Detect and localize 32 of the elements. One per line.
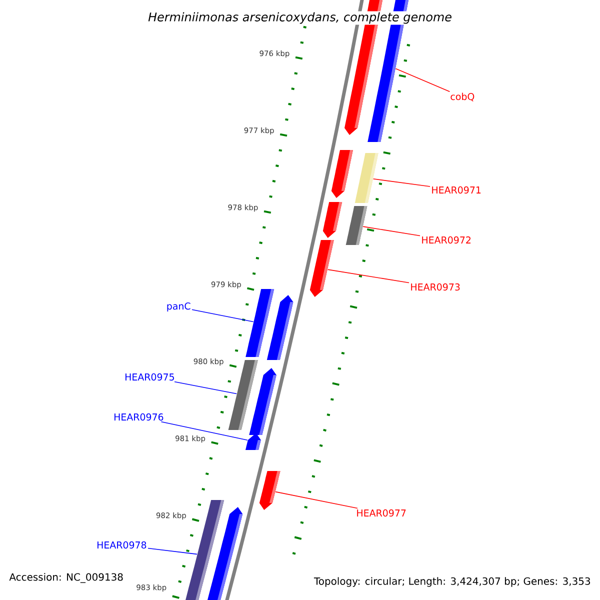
- leader-line: [395, 68, 450, 92]
- leader-line: [192, 309, 254, 322]
- gene-block: [346, 206, 368, 245]
- title: Herminiimonas arsenicoxydans, complete genome: [147, 11, 453, 25]
- gene-block: [310, 240, 334, 297]
- gene-label: HEAR0978: [98, 541, 146, 549]
- leader-line: [275, 491, 358, 509]
- leader-line: [362, 226, 420, 236]
- gene-block: [204, 507, 243, 600]
- gene-block: [249, 368, 276, 435]
- gene-block: [266, 295, 294, 360]
- gene-block: [246, 433, 261, 450]
- gene-label: HEAR0972: [422, 236, 470, 244]
- leader-line: [148, 548, 198, 555]
- gene-label: HEAR0975: [126, 373, 174, 381]
- gene-block: [331, 150, 353, 198]
- gene-label: HEAR0971: [432, 186, 481, 194]
- gene-label: HEAR0973: [411, 283, 460, 291]
- leader-line: [327, 269, 410, 284]
- leader-line: [174, 381, 238, 394]
- accession-text: Accession: NC_009138: [9, 573, 123, 583]
- gene-label: HEAR0976: [114, 413, 164, 421]
- gene-label: HEAR0977: [357, 509, 406, 517]
- leader-line: [372, 178, 430, 187]
- gene-label: panC: [167, 302, 190, 312]
- gene-block: [354, 153, 378, 203]
- gene-block: [322, 202, 342, 238]
- gene-label: cobQ: [450, 92, 474, 102]
- gene-block: [246, 289, 274, 357]
- summary-text: Topology: circular; Length: 3,424,307 bp; Genes: 3,353: [312, 576, 592, 588]
- leader-line: [160, 421, 248, 441]
- gene-block: [259, 471, 280, 510]
